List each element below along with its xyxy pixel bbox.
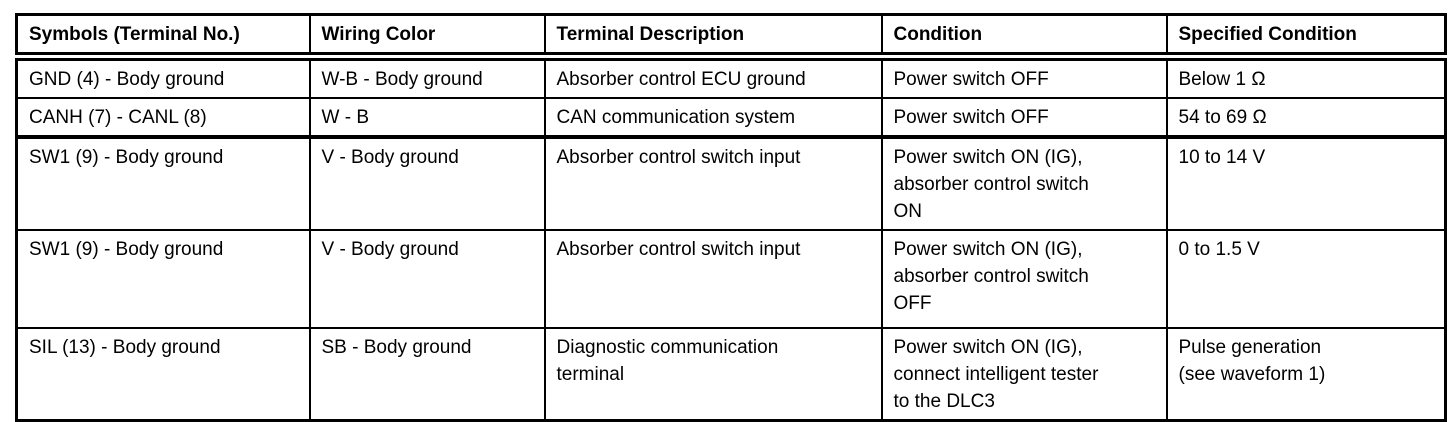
cell-terminal-description: Absorber control switch input bbox=[543, 136, 883, 231]
table-row-sil: SIL (13) - Body ground SB - Body ground … bbox=[15, 327, 1447, 422]
cell-symbols: CANH (7) - CANL (8) bbox=[15, 97, 311, 139]
cell-condition: Power switch OFF bbox=[880, 97, 1168, 139]
cell-symbols: GND (4) - Body ground bbox=[15, 55, 311, 99]
col-header-condition: Condition bbox=[880, 13, 1168, 61]
header-row: Symbols (Terminal No.) Wiring Color Term… bbox=[15, 13, 1447, 61]
cell-terminal-description: Absorber control switch input bbox=[543, 229, 883, 329]
col-header-terminal-description: Terminal Description bbox=[543, 13, 883, 61]
cell-symbols: SW1 (9) - Body ground bbox=[15, 229, 311, 329]
cell-wiring-color: W-B - Body ground bbox=[308, 55, 546, 99]
cell-terminal-description: Diagnostic communication terminal bbox=[543, 327, 883, 422]
cell-wiring-color: V - Body ground bbox=[308, 136, 546, 231]
cell-specified-condition: 0 to 1.5 V bbox=[1165, 229, 1447, 329]
terminal-spec-table: Symbols (Terminal No.) Wiring Color Term… bbox=[15, 13, 1447, 422]
cell-wiring-color: SB - Body ground bbox=[308, 327, 546, 422]
cell-specified-condition: 54 to 69 Ω bbox=[1165, 97, 1447, 139]
col-header-specified-condition: Specified Condition bbox=[1165, 13, 1447, 61]
cell-condition: Power switch ON (IG), absorber control s… bbox=[880, 136, 1168, 231]
cell-wiring-color: W - B bbox=[308, 97, 546, 139]
cell-wiring-color: V - Body ground bbox=[308, 229, 546, 329]
cell-condition: Power switch ON (IG), absorber control s… bbox=[880, 229, 1168, 329]
cell-condition: Power switch ON (IG), connect intelligen… bbox=[880, 327, 1168, 422]
cell-condition: Power switch OFF bbox=[880, 55, 1168, 99]
table-row-sw1-on: SW1 (9) - Body ground V - Body ground Ab… bbox=[15, 136, 1447, 231]
table-row-can: CANH (7) - CANL (8) W - B CAN communicat… bbox=[15, 97, 1447, 139]
table-row-sw1-off: SW1 (9) - Body ground V - Body ground Ab… bbox=[15, 229, 1447, 329]
col-header-symbols: Symbols (Terminal No.) bbox=[15, 13, 311, 61]
table-row-gnd: GND (4) - Body ground W-B - Body ground … bbox=[15, 55, 1447, 99]
col-header-wiring-color: Wiring Color bbox=[308, 13, 546, 61]
cell-terminal-description: Absorber control ECU ground bbox=[543, 55, 883, 99]
cell-terminal-description: CAN communication system bbox=[543, 97, 883, 139]
cell-specified-condition: Pulse generation (see waveform 1) bbox=[1165, 327, 1447, 422]
cell-specified-condition: Below 1 Ω bbox=[1165, 55, 1447, 99]
cell-specified-condition: 10 to 14 V bbox=[1165, 136, 1447, 231]
cell-symbols: SW1 (9) - Body ground bbox=[15, 136, 311, 231]
cell-symbols: SIL (13) - Body ground bbox=[15, 327, 311, 422]
